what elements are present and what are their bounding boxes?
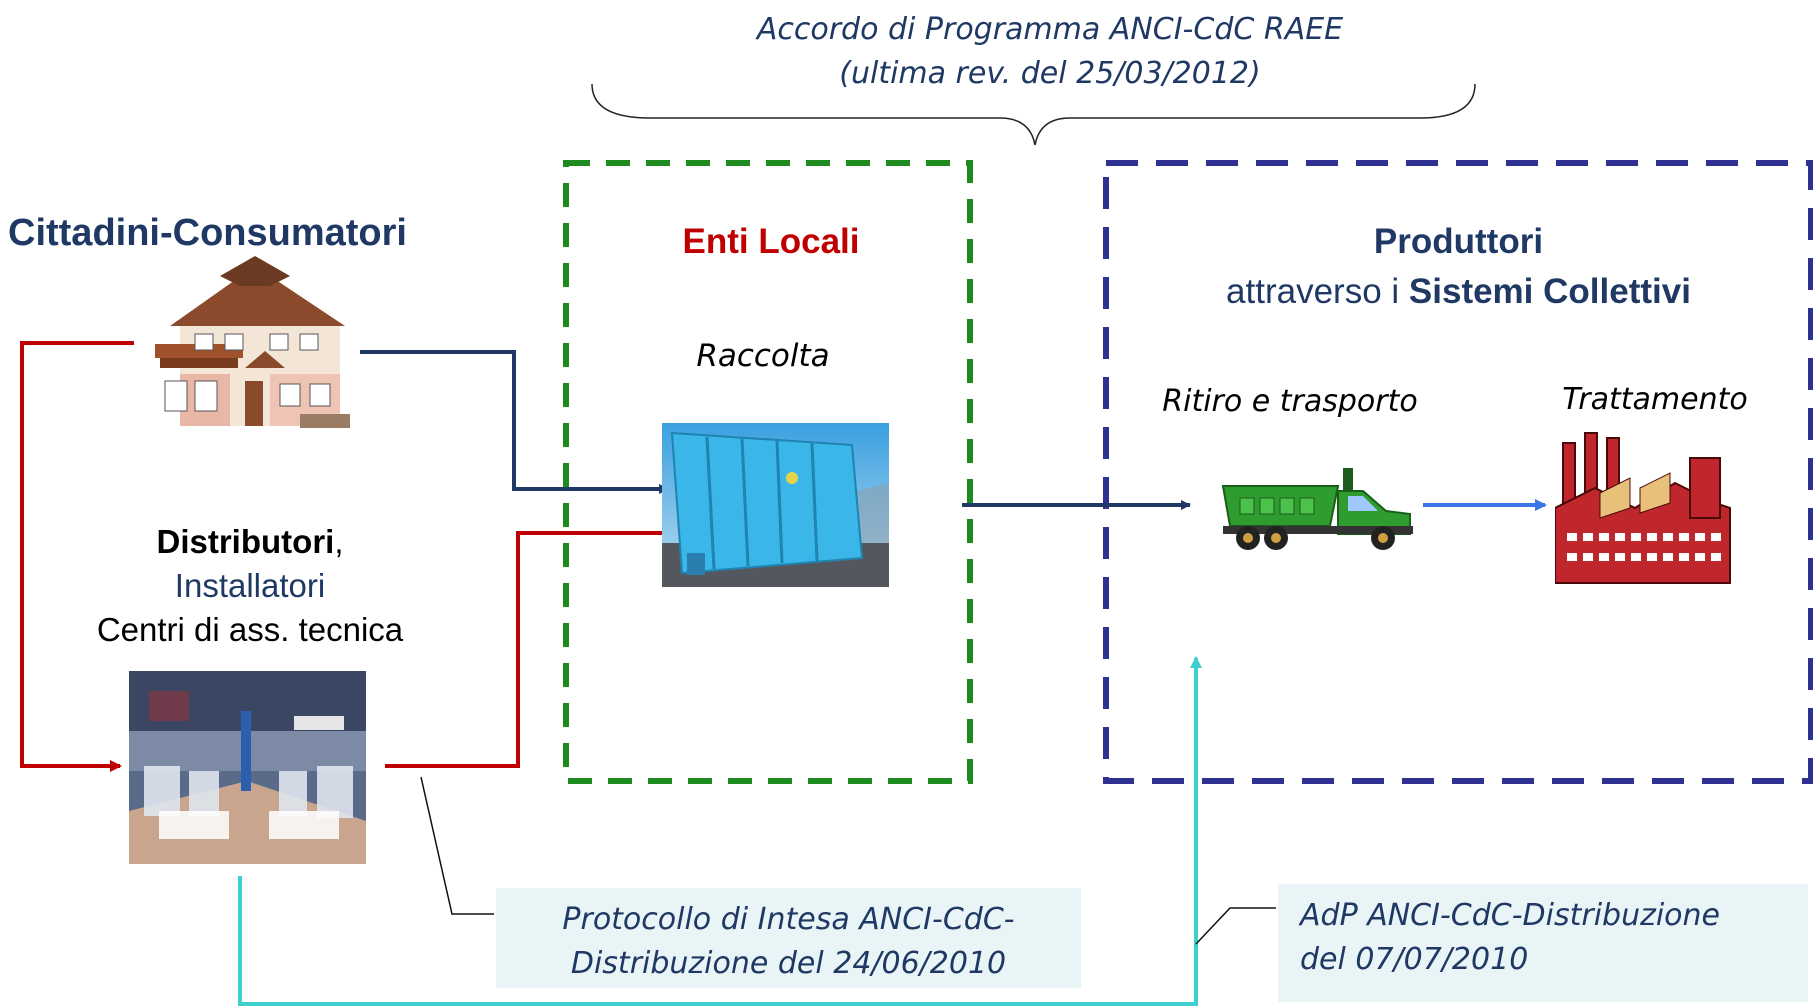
collection-label: Raccolta xyxy=(696,338,830,374)
producers-subtitle-prefix: attraverso i xyxy=(1226,272,1409,311)
distributors-line1: Distributori, xyxy=(20,520,480,564)
distributors-label: Distributori, Installatori Centri di ass… xyxy=(20,520,480,652)
house-icon xyxy=(155,256,350,428)
agreement-note: Accordo di Programma ANCI-CdC RAEE (ulti… xyxy=(700,8,1400,96)
producers-title: Produttori xyxy=(1373,222,1544,261)
producers-subtitle: attraverso i Sistemi Collettivi xyxy=(1106,272,1811,312)
adp-note-box: AdP ANCI-CdC-Distribuzione del 07/07/201… xyxy=(1278,884,1808,1002)
distributors-to-collection-arrow xyxy=(385,527,678,768)
protocol-note-text: Protocollo di Intesa ANCI-CdC- Distribuz… xyxy=(496,898,1081,986)
adp-note-text: AdP ANCI-CdC-Distribuzione del 07/07/201… xyxy=(1300,894,1800,982)
local-authorities-title: Enti Locali xyxy=(682,222,860,261)
citizens-to-distributors-arrow xyxy=(20,341,134,772)
produttori-frame xyxy=(1103,160,1813,784)
store-photo xyxy=(129,671,366,864)
agreement-title: Accordo di Programma ANCI-CdC RAEE xyxy=(756,12,1344,47)
pickup-transport-label: Ritiro e trasporto xyxy=(1162,384,1418,419)
truck-icon xyxy=(1221,468,1413,550)
protocol-callout-line xyxy=(420,776,494,915)
distributors-title: Distributori xyxy=(156,523,335,560)
collective-systems-label: Sistemi Collettivi xyxy=(1408,272,1691,311)
distributors-comma: , xyxy=(334,523,344,560)
adp-callout-line xyxy=(1195,907,1276,945)
installers-label: Installatori xyxy=(174,567,326,604)
citizens-to-collection-arrow xyxy=(360,350,669,494)
treatment-label: Trattamento xyxy=(1562,382,1748,417)
factory-icon xyxy=(1555,432,1731,584)
container-photo xyxy=(662,423,889,587)
distributors-to-producers-arrow xyxy=(238,656,1202,1006)
protocol-note-line1: Protocollo di Intesa ANCI-CdC- xyxy=(562,902,1015,937)
citizens-title: Cittadini-Consumatori xyxy=(8,212,407,254)
curly-brace xyxy=(591,83,1476,146)
adp-note-line2: del 07/07/2010 xyxy=(1300,942,1529,977)
protocol-note-line2: Distribuzione del 24/06/2010 xyxy=(570,946,1007,981)
agreement-revision: (ultima rev. del 25/03/2012) xyxy=(839,56,1261,91)
adp-note-line1: AdP ANCI-CdC-Distribuzione xyxy=(1300,898,1720,933)
service-centers-label: Centri di ass. tecnica xyxy=(96,611,404,648)
protocol-note-box: Protocollo di Intesa ANCI-CdC- Distribuz… xyxy=(496,888,1081,988)
enti-locali-frame xyxy=(563,160,973,784)
